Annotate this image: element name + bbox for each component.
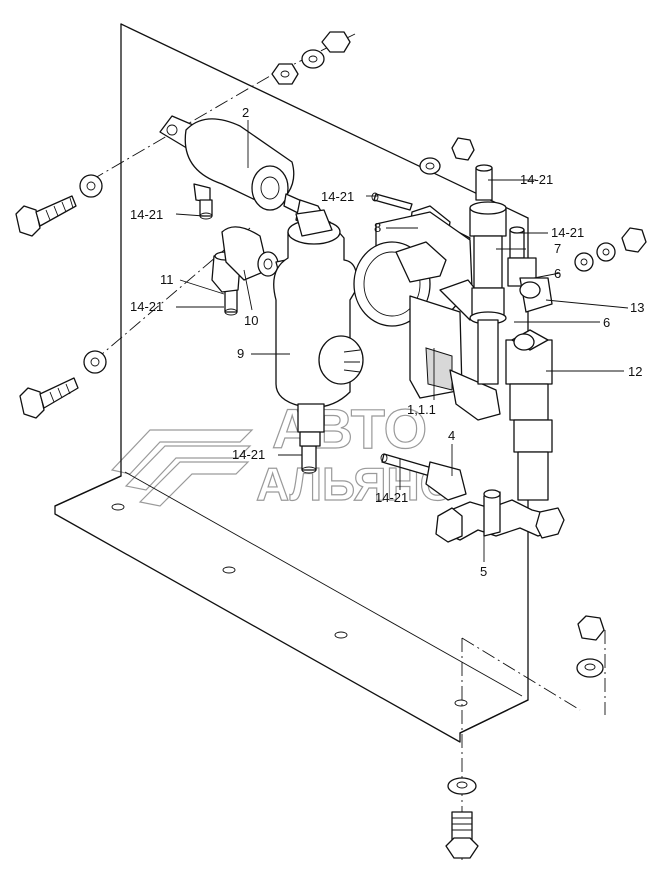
label-5: 5 (480, 564, 487, 579)
label-6a: 6 (554, 266, 561, 281)
label-14-21-top-right: 14-21 (520, 172, 553, 187)
bolt-top-left (15, 174, 103, 237)
label-14-21-bottom-mid: 14-21 (375, 490, 408, 505)
part-5-tee (435, 489, 565, 543)
part-labels: 2 14-21 14-21 8 14-21 14-21 7 6 13 6 12 … (130, 105, 644, 579)
label-14-21-bottom-left: 14-21 (232, 447, 265, 462)
part-4-fitting (425, 461, 467, 501)
label-6b: 6 (603, 315, 610, 330)
label-2: 2 (242, 105, 249, 120)
label-1-1-1: 1,1.1 (407, 402, 436, 417)
leader-lines (175, 120, 629, 562)
nut-washer-set-top (271, 31, 351, 85)
label-9: 9 (237, 346, 244, 361)
watermark-line1: АВТО (272, 397, 427, 460)
label-14-21-top-left: 14-21 (130, 207, 163, 222)
label-8: 8 (374, 220, 381, 235)
part-2-cylinder (159, 115, 327, 229)
label-12: 12 (628, 364, 642, 379)
label-11: 11 (160, 272, 174, 287)
part-9-filter (273, 209, 364, 447)
label-13: 13 (630, 300, 644, 315)
label-10: 10 (244, 313, 258, 328)
mounting-plate (54, 23, 529, 743)
bolt-bottom-left (19, 350, 107, 419)
label-14-21-mid: 14-21 (321, 189, 354, 204)
label-7: 7 (554, 241, 561, 256)
bolt-bottom (445, 777, 479, 859)
washers-right (574, 227, 647, 272)
pipe-assembly-right (469, 201, 553, 501)
label-14-21-right: 14-21 (551, 225, 584, 240)
tube-fittings-14-21 (224, 164, 525, 477)
label-14-21-left2: 14-21 (130, 299, 163, 314)
part-1-valve (353, 211, 501, 421)
nut-washer-bottom-right (576, 615, 605, 678)
label-4: 4 (448, 428, 455, 443)
